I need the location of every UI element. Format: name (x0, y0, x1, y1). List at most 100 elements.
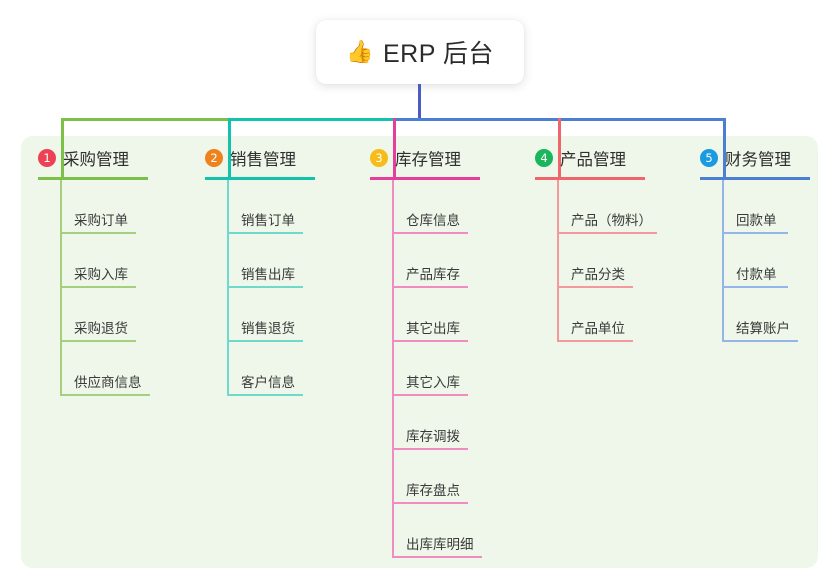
branch-item-label: 供应商信息 (74, 375, 142, 390)
branch-item[interactable]: 供应商信息 (60, 362, 150, 396)
branch-item-label: 回款单 (736, 213, 777, 228)
branch-header-2[interactable]: 2 销售管理 (205, 146, 296, 170)
branch-item-label: 产品库存 (406, 267, 460, 282)
branch-item[interactable]: 产品（物料） (557, 200, 657, 234)
branch-item-label: 出库库明细 (406, 537, 474, 552)
bus-segment-2 (228, 118, 393, 121)
branch-spine (392, 180, 394, 558)
branch-item-label: 销售出库 (241, 267, 295, 282)
branch-item-label: 采购订单 (74, 213, 128, 228)
branch-item-underline (392, 394, 468, 396)
branch-item-underline (557, 286, 633, 288)
branch-item-underline (392, 556, 482, 558)
branch-item-label: 销售退货 (241, 321, 295, 336)
branch-item-underline (227, 340, 303, 342)
root-node-label: ERP 后台 (383, 40, 494, 68)
branch-header-underline (700, 177, 810, 180)
branch-item[interactable]: 其它入库 (392, 362, 468, 396)
branch-item-underline (392, 448, 468, 450)
branch-spine (557, 180, 559, 342)
branch-header-underline (370, 177, 480, 180)
thumbs-up-icon: 👍 (346, 39, 374, 64)
root-node-card[interactable]: 👍 ERP 后台 (316, 20, 524, 84)
branch-drop-1 (61, 118, 64, 177)
branch-item[interactable]: 其它出库 (392, 308, 468, 342)
branch-item-label: 仓库信息 (406, 213, 460, 228)
branch-drop-3 (393, 118, 396, 177)
branch-item[interactable]: 仓库信息 (392, 200, 468, 234)
branch-item[interactable]: 回款单 (722, 200, 788, 234)
branch-header-underline (535, 177, 645, 180)
branch-item-label: 产品（物料） (571, 213, 652, 228)
branch-item-label: 库存盘点 (406, 483, 460, 498)
branch-item[interactable]: 销售出库 (227, 254, 303, 288)
branch-item-underline (392, 232, 468, 234)
branch-item[interactable]: 产品库存 (392, 254, 468, 288)
branch-title-label: 销售管理 (230, 151, 296, 169)
branch-item-underline (227, 286, 303, 288)
branch-item[interactable]: 采购订单 (60, 200, 136, 234)
branch-item-underline (60, 394, 150, 396)
branch-item-label: 其它出库 (406, 321, 460, 336)
branch-item-label: 库存调拨 (406, 429, 460, 444)
branch-drop-2 (228, 118, 231, 177)
branch-item[interactable]: 销售退货 (227, 308, 303, 342)
branch-item-underline (227, 394, 303, 396)
branch-item-label: 采购退货 (74, 321, 128, 336)
branch-header-underline (38, 177, 148, 180)
branch-item[interactable]: 客户信息 (227, 362, 303, 396)
branch-header-5[interactable]: 5 财务管理 (700, 146, 791, 170)
branch-spine (722, 180, 724, 342)
branch-header-underline (205, 177, 315, 180)
branch-item[interactable]: 产品分类 (557, 254, 633, 288)
branch-item-label: 产品单位 (571, 321, 625, 336)
branch-item[interactable]: 出库库明细 (392, 524, 482, 558)
branch-number-badge: 2 (205, 149, 223, 167)
branch-item-underline (392, 286, 468, 288)
branch-column-销售管理: 2 销售管理销售订单销售出库销售退货客户信息 (205, 146, 315, 396)
branch-item[interactable]: 采购入库 (60, 254, 136, 288)
branch-item-underline (392, 340, 468, 342)
branch-item[interactable]: 库存盘点 (392, 470, 468, 504)
branch-title-label: 产品管理 (560, 151, 626, 169)
branch-item[interactable]: 销售订单 (227, 200, 303, 234)
branch-item-underline (722, 340, 798, 342)
root-connector-stub (418, 84, 421, 121)
branch-item[interactable]: 付款单 (722, 254, 788, 288)
branch-item-label: 采购入库 (74, 267, 128, 282)
branch-item-underline (60, 340, 136, 342)
branch-item[interactable]: 库存调拨 (392, 416, 468, 450)
branch-item-label: 销售订单 (241, 213, 295, 228)
branch-item-underline (60, 232, 136, 234)
branch-item-label: 结算账户 (736, 321, 790, 336)
branch-spine (227, 180, 229, 396)
branch-title-label: 采购管理 (63, 151, 129, 169)
branch-item-underline (722, 286, 788, 288)
bus-segment-1 (61, 118, 228, 121)
branch-item[interactable]: 结算账户 (722, 308, 798, 342)
branch-number-badge: 3 (370, 149, 388, 167)
branch-item[interactable]: 产品单位 (557, 308, 633, 342)
branch-column-财务管理: 5 财务管理回款单付款单结算账户 (700, 146, 810, 342)
branch-item-underline (557, 340, 633, 342)
branch-item-underline (722, 232, 788, 234)
branch-drop-5 (723, 118, 726, 177)
branch-title-label: 库存管理 (395, 151, 461, 169)
branch-header-3[interactable]: 3 库存管理 (370, 146, 461, 170)
branch-item-label: 客户信息 (241, 375, 295, 390)
root-node-title: 👍 ERP 后台 (346, 34, 494, 70)
branch-drop-4 (558, 118, 561, 177)
branches-panel (21, 136, 818, 568)
branch-item[interactable]: 采购退货 (60, 308, 136, 342)
branch-title-label: 财务管理 (725, 151, 791, 169)
branch-item-label: 产品分类 (571, 267, 625, 282)
branch-number-badge: 5 (700, 149, 718, 167)
branch-column-库存管理: 3 库存管理仓库信息产品库存其它出库其它入库库存调拨库存盘点出库库明细 (370, 146, 482, 558)
branch-spine (60, 180, 62, 396)
branch-item-underline (557, 232, 657, 234)
branch-item-underline (392, 502, 468, 504)
